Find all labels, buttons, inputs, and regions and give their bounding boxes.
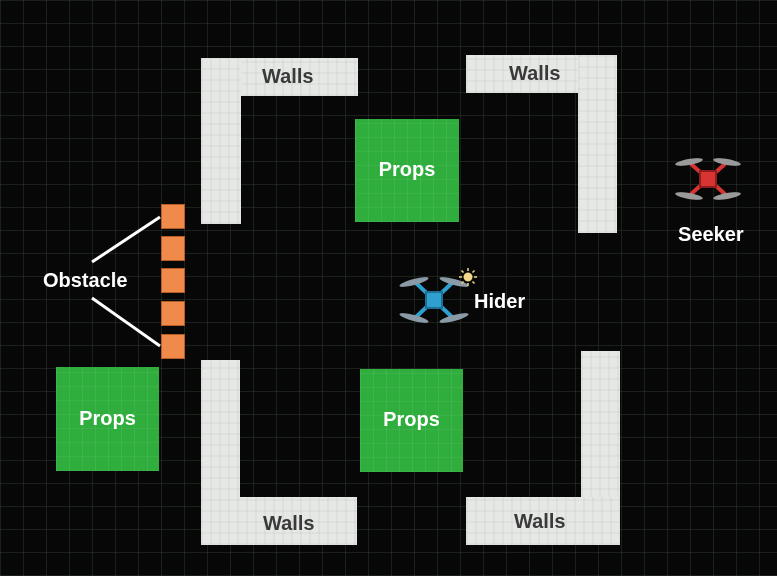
obstacle-label: Obstacle <box>43 270 128 292</box>
props-block-top-center: Props <box>355 119 459 222</box>
props-block-bottom-left: Props <box>56 367 159 471</box>
wall-bottom-right-horizontal <box>466 497 620 545</box>
wall-label: Walls <box>262 66 314 88</box>
sun-icon <box>459 268 477 286</box>
wall-label: Walls <box>263 513 315 535</box>
quadcopter-icon <box>675 158 741 200</box>
wall-top-right-vertical <box>578 55 617 233</box>
quadcopter-icon <box>399 277 469 323</box>
obstacle-block <box>161 301 185 326</box>
obstacle-block <box>161 236 185 261</box>
obstacle-block <box>161 204 185 229</box>
props-label: Props <box>378 159 436 181</box>
wall-bottom-left-horizontal <box>201 497 357 545</box>
props-block-bottom-center: Props <box>360 369 463 472</box>
wall-label: Walls <box>514 511 566 533</box>
wall-label: Walls <box>509 63 561 85</box>
props-label: Props <box>79 407 136 430</box>
obstacle-block <box>161 268 185 293</box>
obstacle-block <box>161 334 185 359</box>
wall-top-left-vertical <box>201 58 241 224</box>
props-label: Props <box>383 409 440 431</box>
hider-label: Hider <box>474 291 526 313</box>
seeker-label: Seeker <box>678 224 744 246</box>
